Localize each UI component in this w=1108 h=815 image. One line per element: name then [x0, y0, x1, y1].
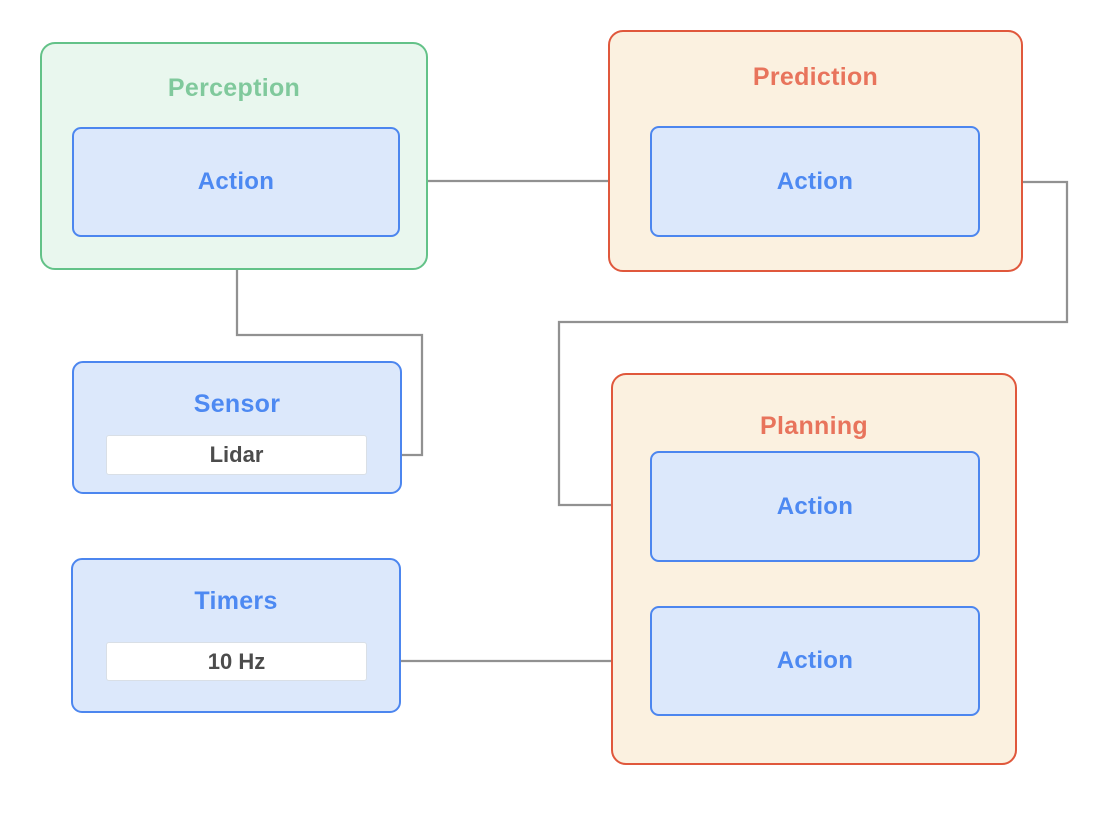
- planning-action-2-label: Action: [776, 647, 854, 674]
- sensor-node-title: Sensor: [193, 390, 281, 418]
- perception-group-title: Perception: [167, 74, 301, 102]
- planning-action-node-1[interactable]: Action: [650, 451, 980, 562]
- planning-action-node-2[interactable]: Action: [650, 606, 980, 716]
- prediction-action-node[interactable]: Action: [650, 126, 980, 237]
- planning-action-1-label: Action: [776, 492, 854, 520]
- planning-group[interactable]: Planning Action Action: [611, 373, 1017, 765]
- timers-value-label: 10 Hz: [207, 648, 266, 674]
- timers-value-field[interactable]: 10 Hz: [106, 642, 367, 681]
- sensor-value-field[interactable]: Lidar: [106, 435, 367, 475]
- prediction-group[interactable]: Prediction Action: [608, 30, 1023, 272]
- perception-group[interactable]: Perception Action: [40, 42, 428, 270]
- planning-group-title: Planning: [760, 412, 868, 440]
- timers-node[interactable]: Timers 10 Hz: [71, 558, 401, 713]
- sensor-value-label: Lidar: [209, 442, 264, 467]
- sensor-node[interactable]: Sensor Lidar: [72, 361, 402, 494]
- timers-node-title: Timers: [194, 587, 278, 615]
- perception-action-label: Action: [197, 168, 275, 195]
- prediction-action-label: Action: [776, 167, 854, 195]
- prediction-group-title: Prediction: [752, 63, 879, 91]
- perception-action-node[interactable]: Action: [72, 127, 400, 237]
